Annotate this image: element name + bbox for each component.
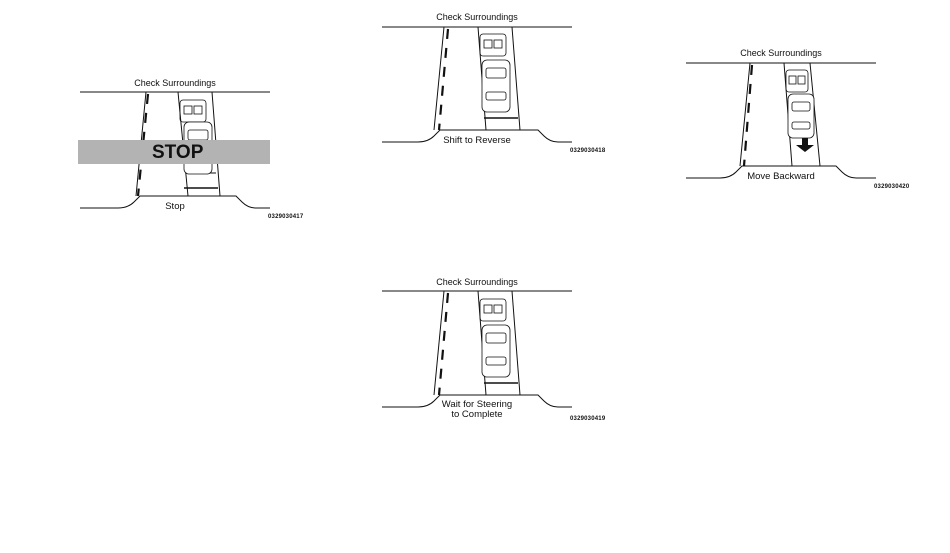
diagram-panel-shift-to-reverse: Check Surroundings Shift to Reverse 0329… (382, 12, 572, 157)
diagram-panel-move-backward: Check Surroundings Move Backward 0329030… (686, 48, 876, 196)
parked-car (786, 70, 808, 92)
stop-overlay-text: STOP (152, 142, 203, 164)
figure-code: 0329030417 (268, 214, 303, 220)
vehicle-car (482, 325, 510, 377)
parked-car (480, 299, 506, 321)
panel-caption: Move Backward (686, 172, 876, 182)
parked-car (480, 34, 506, 56)
backward-arrow-icon (796, 138, 814, 152)
figure-code: 0329030419 (570, 416, 605, 422)
figure-code: 0329030420 (874, 184, 909, 190)
caption-line: Move Backward (744, 172, 818, 182)
panel-caption: Shift to Reverse (382, 136, 572, 146)
caption-line: to Complete (442, 410, 512, 420)
vehicle-car (788, 94, 814, 138)
diagram-panel-wait-for-steering: Check Surroundings Wait for Steering to … (382, 277, 572, 427)
caption-line: Shift to Reverse (440, 136, 514, 146)
vehicle-car (482, 60, 510, 112)
caption-line: Stop (162, 202, 188, 212)
diagram-panel-stop: Check Surroundings STOP Stop 0329030417 (80, 78, 270, 228)
parked-car (180, 100, 206, 122)
figure-code: 0329030418 (570, 148, 605, 154)
panel-caption: Wait for Steering to Complete (382, 400, 572, 420)
panel-caption: Stop (80, 202, 270, 212)
